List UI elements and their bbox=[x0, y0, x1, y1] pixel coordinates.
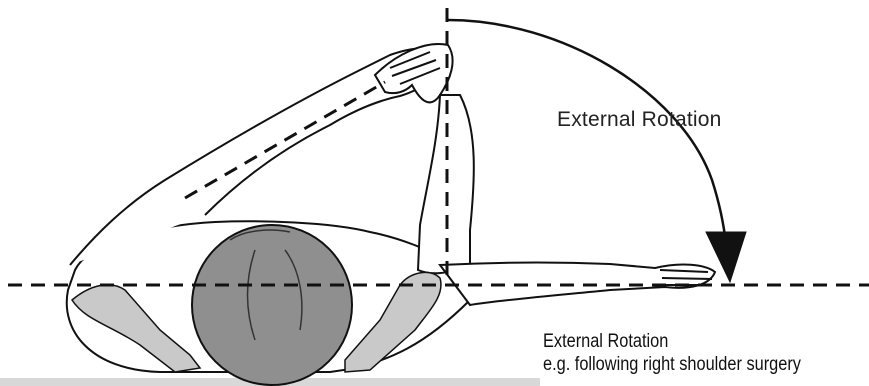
caption-subtitle: e.g. following right shoulder surgery bbox=[543, 353, 801, 376]
caption-title: External Rotation bbox=[543, 330, 801, 353]
head bbox=[192, 225, 352, 385]
rotation-label: External Rotation bbox=[557, 108, 722, 132]
rotation-arc bbox=[448, 20, 726, 245]
caption: External Rotation e.g. following right s… bbox=[543, 330, 801, 376]
diagonal-dashed-line bbox=[185, 82, 385, 198]
